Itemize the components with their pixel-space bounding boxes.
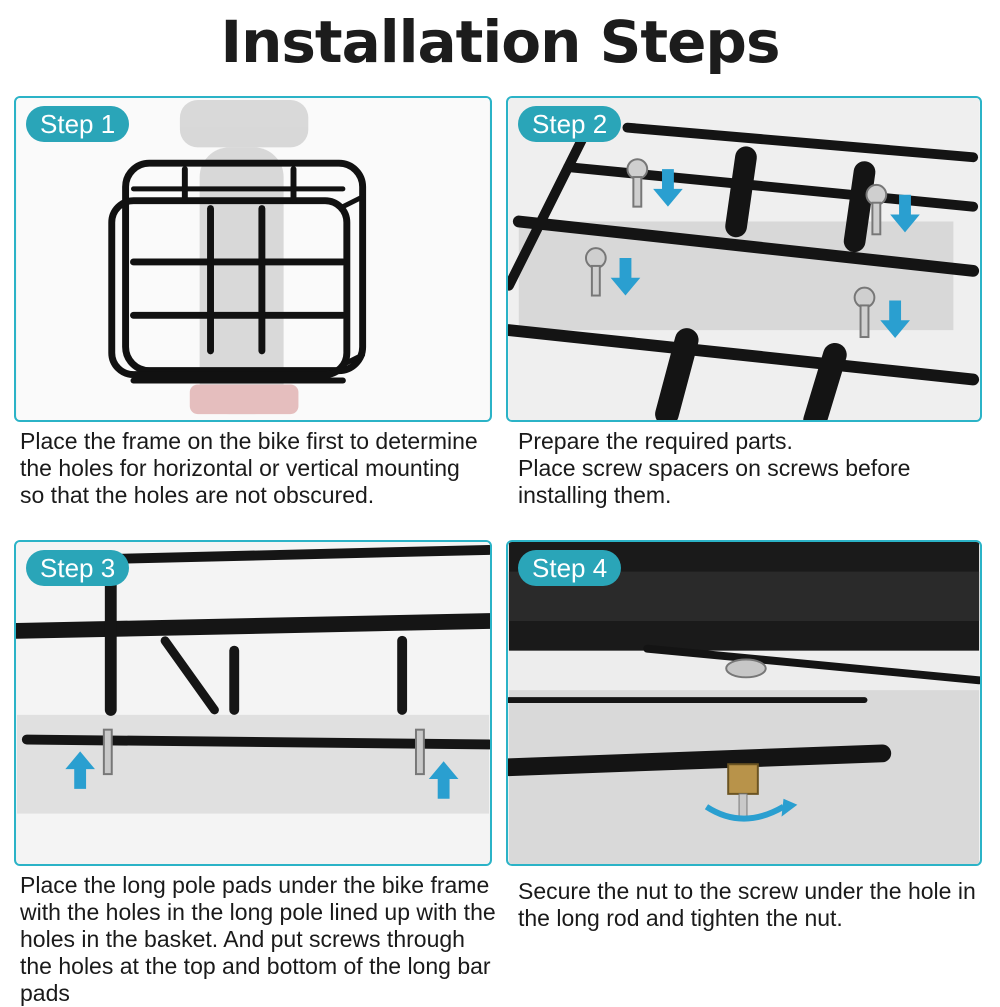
step-3-caption: Place the long pole pads under the bike …: [20, 872, 496, 1006]
step-1-panel: Step 1: [14, 96, 492, 422]
screws-spacers-illustration: [508, 98, 980, 420]
step-2-caption-line-1: Prepare the required parts.: [518, 428, 793, 454]
basket-on-bike-illustration: [16, 98, 490, 420]
long-pole-pads-illustration: [16, 542, 490, 864]
step-4-caption: Secure the nut to the screw under the ho…: [518, 878, 976, 931]
step-2-caption: Prepare the required parts. Place screw …: [518, 428, 988, 509]
step-2-badge: Step 2: [518, 106, 622, 142]
step-2-caption-line-2: Place screw spacers on screws before ins…: [518, 455, 911, 508]
page-title: Installation Steps: [220, 8, 781, 76]
tighten-nut-illustration: [508, 542, 980, 864]
step-4-panel: Step 4: [506, 540, 982, 866]
step-3-badge: Step 3: [26, 550, 130, 586]
step-4-badge: Step 4: [518, 550, 622, 586]
step-3-panel: Step 3: [14, 540, 492, 866]
step-2-panel: Step 2: [506, 96, 982, 422]
step-1-badge: Step 1: [26, 106, 130, 142]
screw-group: [584, 158, 888, 339]
step-1-caption: Place the frame on the bike first to det…: [20, 428, 478, 508]
